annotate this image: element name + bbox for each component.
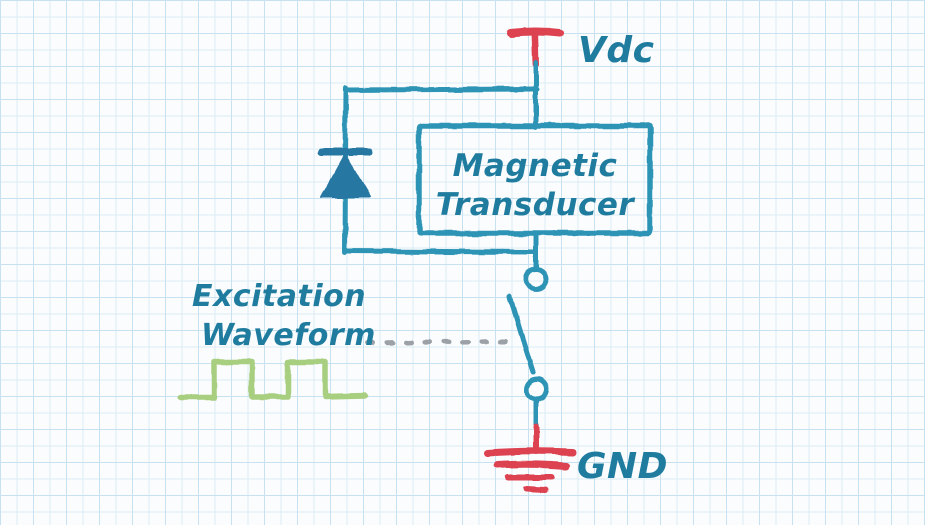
vdc-label: Vdc	[578, 30, 654, 71]
excitation-label-line1: Excitation	[192, 279, 366, 314]
open-switch-icon	[507, 266, 550, 402]
dotted-leader-line	[365, 338, 508, 346]
square-wave-icon	[177, 359, 369, 400]
switch-blade	[507, 293, 536, 375]
switch-lower-terminal	[524, 376, 550, 402]
excitation-label-line2: Waveform	[201, 318, 376, 353]
transducer-label-line1: Magnetic	[453, 148, 618, 184]
vdc-power-terminal-icon	[507, 27, 564, 68]
top-branch-wire	[343, 86, 540, 93]
ground-symbol-icon	[483, 447, 577, 493]
flyback-diode-icon	[317, 148, 373, 198]
transducer-label-line2: Transducer	[436, 187, 636, 223]
gnd-label: GND	[577, 446, 668, 487]
bottom-branch-wire	[343, 248, 539, 255]
switch-upper-terminal	[523, 266, 549, 292]
